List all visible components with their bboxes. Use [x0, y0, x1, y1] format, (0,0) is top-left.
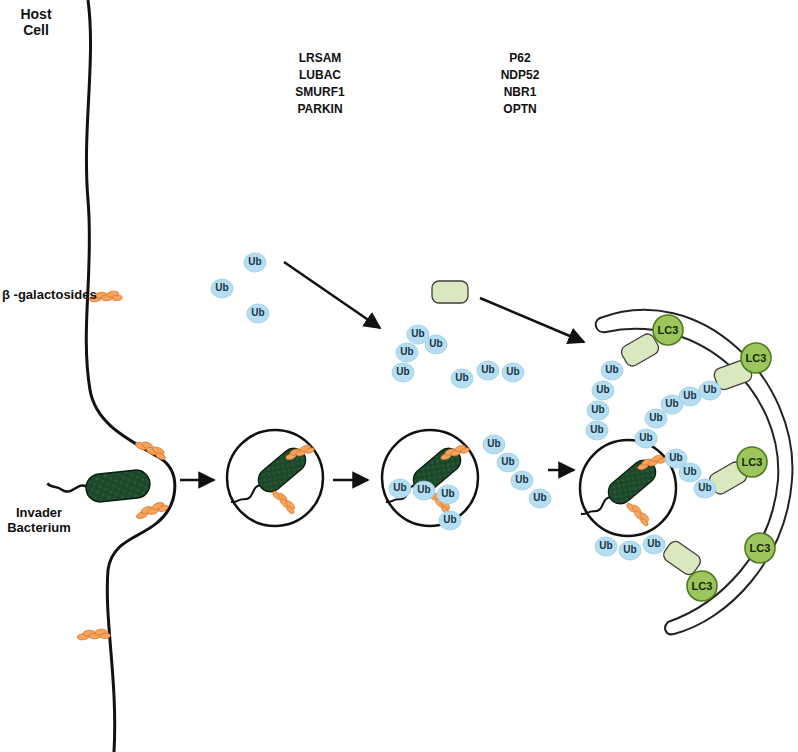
host-membrane: [86, 0, 175, 752]
ubiquitin-molecule: Ub: [424, 334, 448, 355]
ubiquitin-molecule: Ub: [594, 536, 618, 557]
receptor-name: OPTN: [490, 103, 550, 117]
node-text: Ub: [251, 308, 264, 318]
node-text: Ub: [683, 467, 696, 477]
ubiquitin-molecule: Ub: [600, 360, 624, 381]
ubiquitin-molecule: Ub: [586, 400, 610, 421]
ubiquitin-molecule: Ub: [585, 420, 609, 441]
ubiquitin-molecule: Ub: [210, 278, 234, 299]
ubiquitin-molecule: Ub: [412, 480, 436, 501]
node-text: Ub: [481, 365, 494, 375]
ubiquitin-molecule: Ub: [482, 434, 506, 455]
node-text: Ub: [400, 347, 413, 357]
node-text: Ub: [411, 329, 424, 339]
node-text: Ub: [698, 483, 711, 493]
ubiquitin-molecule: Ub: [528, 488, 552, 509]
ubiquitin-molecule: Ub: [501, 362, 525, 383]
node-text: Ub: [487, 439, 500, 449]
node-text: Ub: [396, 367, 409, 377]
node-text: Ub: [429, 339, 442, 349]
node-text: Ub: [533, 493, 546, 503]
ubiquitin-molecule: Ub: [450, 368, 474, 389]
node-text: Ub: [248, 257, 261, 267]
ligase-name: SMURF1: [290, 86, 350, 100]
node-text: Ub: [647, 539, 660, 549]
node-text: Ub: [591, 405, 604, 415]
ubiquitin-molecule: Ub: [496, 452, 520, 473]
node-text: Ub: [605, 365, 618, 375]
receptor-name: NDP52: [490, 69, 550, 83]
node-text: Ub: [506, 367, 519, 377]
ubiquitin-molecule: Ub: [693, 478, 717, 499]
lc3-protein: LC3: [740, 342, 772, 374]
lc3-protein: LC3: [686, 570, 718, 602]
lc3-protein: LC3: [652, 314, 684, 346]
node-text: Ub: [599, 541, 612, 551]
ubiquitin-molecule: Ub: [388, 478, 412, 499]
lc3-protein: LC3: [736, 446, 768, 478]
ubiquitin-molecule: Ub: [243, 252, 267, 273]
ubiquitin-molecule: Ub: [642, 534, 666, 555]
node-text: Ub: [683, 391, 696, 401]
node-text: Ub: [417, 485, 430, 495]
ligase-name: PARKIN: [290, 103, 350, 117]
node-text: Ub: [441, 489, 454, 499]
node-text: Ub: [590, 425, 603, 435]
node-text: Ub: [455, 373, 468, 383]
ubiquitin-molecule: Ub: [634, 428, 658, 449]
node-text: Ub: [215, 283, 228, 293]
node-text: Ub: [515, 475, 528, 485]
ubiquitin-molecule: Ub: [476, 360, 500, 381]
node-text: Ub: [596, 385, 609, 395]
ubiquitin-molecule: Ub: [438, 510, 462, 531]
node-text: Ub: [623, 545, 636, 555]
ubiquitin-molecule: Ub: [678, 462, 702, 483]
lc3-protein: LC3: [744, 532, 776, 564]
node-text: Ub: [443, 515, 456, 525]
molecule-label: β -galactosides: [2, 288, 122, 303]
ubiquitin-molecule: Ub: [391, 362, 415, 383]
node-text: Ub: [639, 433, 652, 443]
ubiquitin-molecule: Ub: [246, 303, 270, 324]
ubiquitin-molecule: Ub: [698, 380, 722, 401]
ubiquitin-molecule: Ub: [591, 380, 615, 401]
receptor-name: P62: [490, 52, 550, 66]
ubiquitin-molecule: Ub: [618, 540, 642, 561]
node-text: Ub: [649, 413, 662, 423]
node-text: LC3: [750, 543, 771, 554]
ligase-name: LUBAC: [290, 69, 350, 83]
node-text: LC3: [742, 457, 763, 468]
ubiquitin-molecule: Ub: [436, 484, 460, 505]
ubiquitin-molecule: Ub: [395, 342, 419, 363]
node-text: LC3: [692, 581, 713, 592]
node-text: Ub: [393, 483, 406, 493]
node-text: Ub: [669, 453, 682, 463]
bacterium-label: Invader Bacterium: [2, 506, 76, 536]
node-text: LC3: [746, 353, 767, 364]
ubiquitin-molecule: Ub: [510, 470, 534, 491]
receptor-name: NBR1: [490, 86, 550, 100]
node-text: LC3: [658, 325, 679, 336]
node-text: Ub: [501, 457, 514, 467]
ligase-name: LRSAM: [290, 52, 350, 66]
ubiquitin-molecule: Ub: [678, 386, 702, 407]
node-text: Ub: [703, 385, 716, 395]
node-text: Ub: [665, 399, 678, 409]
cell-label: Host Cell: [6, 6, 66, 38]
